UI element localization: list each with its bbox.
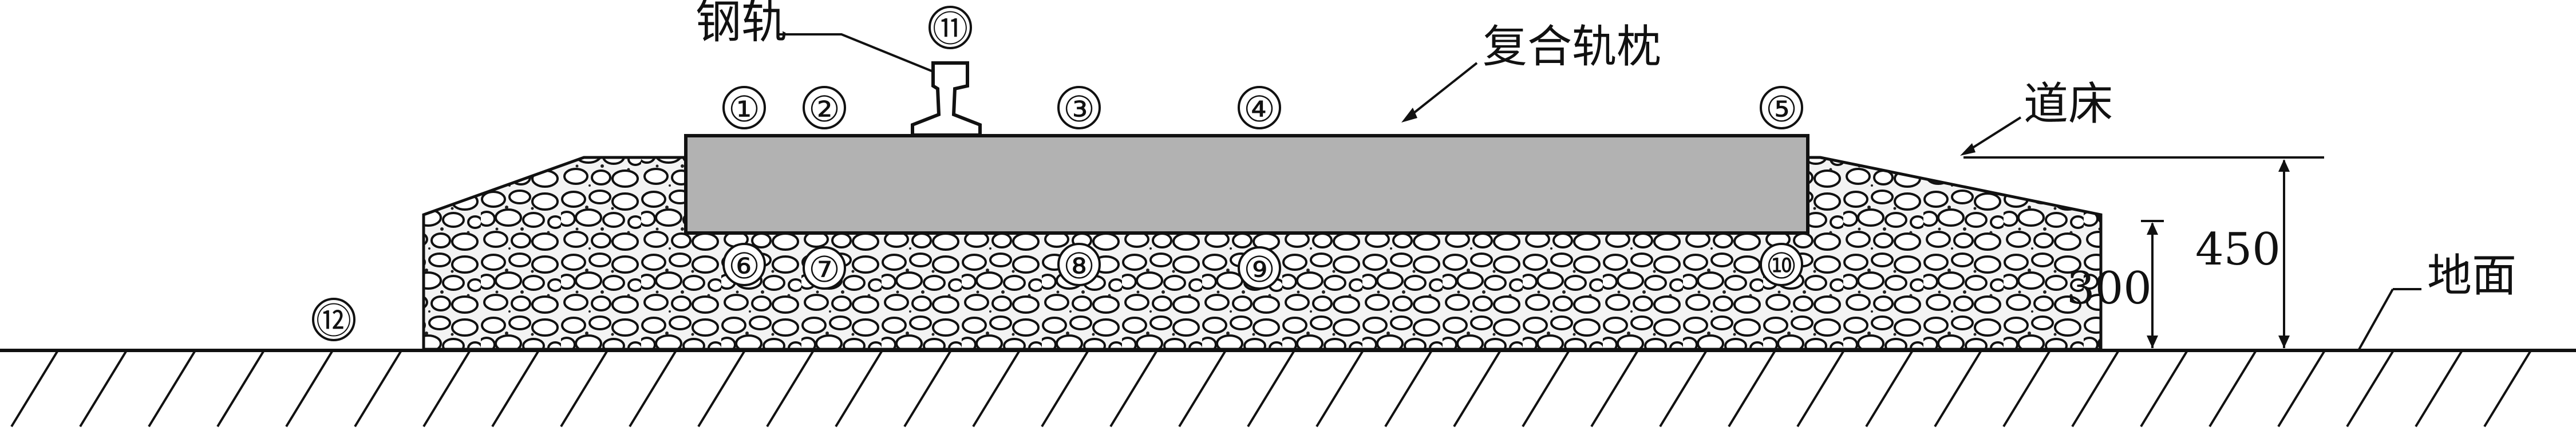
hatch-line xyxy=(1728,350,1776,428)
svg-text:⑩: ⑩ xyxy=(1765,245,1797,287)
hatch-line xyxy=(766,350,814,428)
rail-leader-line xyxy=(779,33,934,73)
ballast-arrow-icon xyxy=(1960,143,1976,156)
marker-3: ③ xyxy=(1057,86,1101,130)
marker-12: ⑫ xyxy=(312,298,355,342)
hatch-line xyxy=(1796,350,1844,428)
marker-5: ⑤ xyxy=(1760,86,1803,130)
ground-label: 地面 xyxy=(2427,250,2516,302)
svg-text:④: ④ xyxy=(1243,88,1275,130)
hatch-line xyxy=(1109,350,1157,428)
sleeper-arrow-icon xyxy=(1401,108,1417,123)
marker-8: ⑧ xyxy=(1057,243,1101,287)
sleeper-leader-line xyxy=(1407,62,1478,119)
hatch-line xyxy=(697,350,745,428)
hatch-line xyxy=(903,350,951,428)
hatch-line xyxy=(354,350,402,428)
hatch-line xyxy=(2208,350,2257,428)
hatch-line xyxy=(1453,350,1501,428)
ground-leader-slash xyxy=(2357,289,2394,351)
marker-7: ⑦ xyxy=(803,246,846,290)
ballast-leader-line xyxy=(1965,116,2022,153)
hatch-line xyxy=(2140,350,2188,428)
hatch-line xyxy=(1041,350,1089,428)
dimension-300-label: 300 xyxy=(2067,263,2152,314)
svg-text:⑦: ⑦ xyxy=(808,248,840,290)
svg-text:①: ① xyxy=(728,88,760,130)
hatch-line xyxy=(10,350,58,428)
hatch-line xyxy=(1934,350,1982,428)
svg-text:⑨: ⑨ xyxy=(1243,248,1275,290)
composite-sleeper-label: 复合轨枕 xyxy=(1483,21,1661,73)
dimension-450 xyxy=(1963,156,2324,348)
svg-text:③: ③ xyxy=(1063,88,1095,130)
dimension-300 xyxy=(2141,220,2164,348)
hatch-line xyxy=(148,350,196,428)
rail-label: 钢轨 xyxy=(696,0,787,49)
svg-text:⑫: ⑫ xyxy=(316,300,351,342)
dimension-450-label: 450 xyxy=(2195,224,2281,275)
marker-1: ① xyxy=(722,86,766,130)
hatch-line xyxy=(1315,350,1364,428)
rail-icon xyxy=(911,61,982,137)
hatch-line xyxy=(560,350,608,428)
marker-6: ⑥ xyxy=(722,243,766,287)
hatch-line xyxy=(2002,350,2050,428)
hatch-line xyxy=(2071,350,2119,428)
marker-9: ⑨ xyxy=(1238,246,1281,290)
marker-11: ⑪ xyxy=(929,6,972,50)
marker-2: ② xyxy=(803,86,846,130)
composite-sleeper xyxy=(684,134,1809,235)
hatch-line xyxy=(2483,350,2531,428)
hatch-line xyxy=(1865,350,1913,428)
hatch-line xyxy=(1247,350,1295,428)
ballast-bed-label: 道床 xyxy=(2024,78,2113,130)
hatch-line xyxy=(1659,350,1707,428)
hatch-line xyxy=(491,350,539,428)
hatch-line xyxy=(2415,350,2463,428)
svg-text:⑪: ⑪ xyxy=(933,8,968,50)
hatch-line xyxy=(1522,350,1570,428)
svg-text:⑧: ⑧ xyxy=(1063,245,1095,287)
hatch-line xyxy=(285,350,333,428)
hatch-line xyxy=(1590,350,1638,428)
hatch-line xyxy=(835,350,883,428)
marker-4: ④ xyxy=(1238,86,1281,130)
svg-text:⑥: ⑥ xyxy=(728,245,760,287)
hatch-line xyxy=(1384,350,1432,428)
hatch-line xyxy=(2277,350,2325,428)
hatch-line xyxy=(422,350,471,428)
hatch-line xyxy=(1178,350,1226,428)
svg-text:⑤: ⑤ xyxy=(1765,88,1797,130)
hatch-line xyxy=(2346,350,2394,428)
hatch-line xyxy=(79,350,127,428)
svg-text:②: ② xyxy=(808,88,840,130)
hatch-line xyxy=(216,350,264,428)
hatch-line xyxy=(629,350,677,428)
marker-10: ⑩ xyxy=(1760,243,1803,287)
ground-hatching xyxy=(10,350,2531,428)
hatch-line xyxy=(972,350,1020,428)
